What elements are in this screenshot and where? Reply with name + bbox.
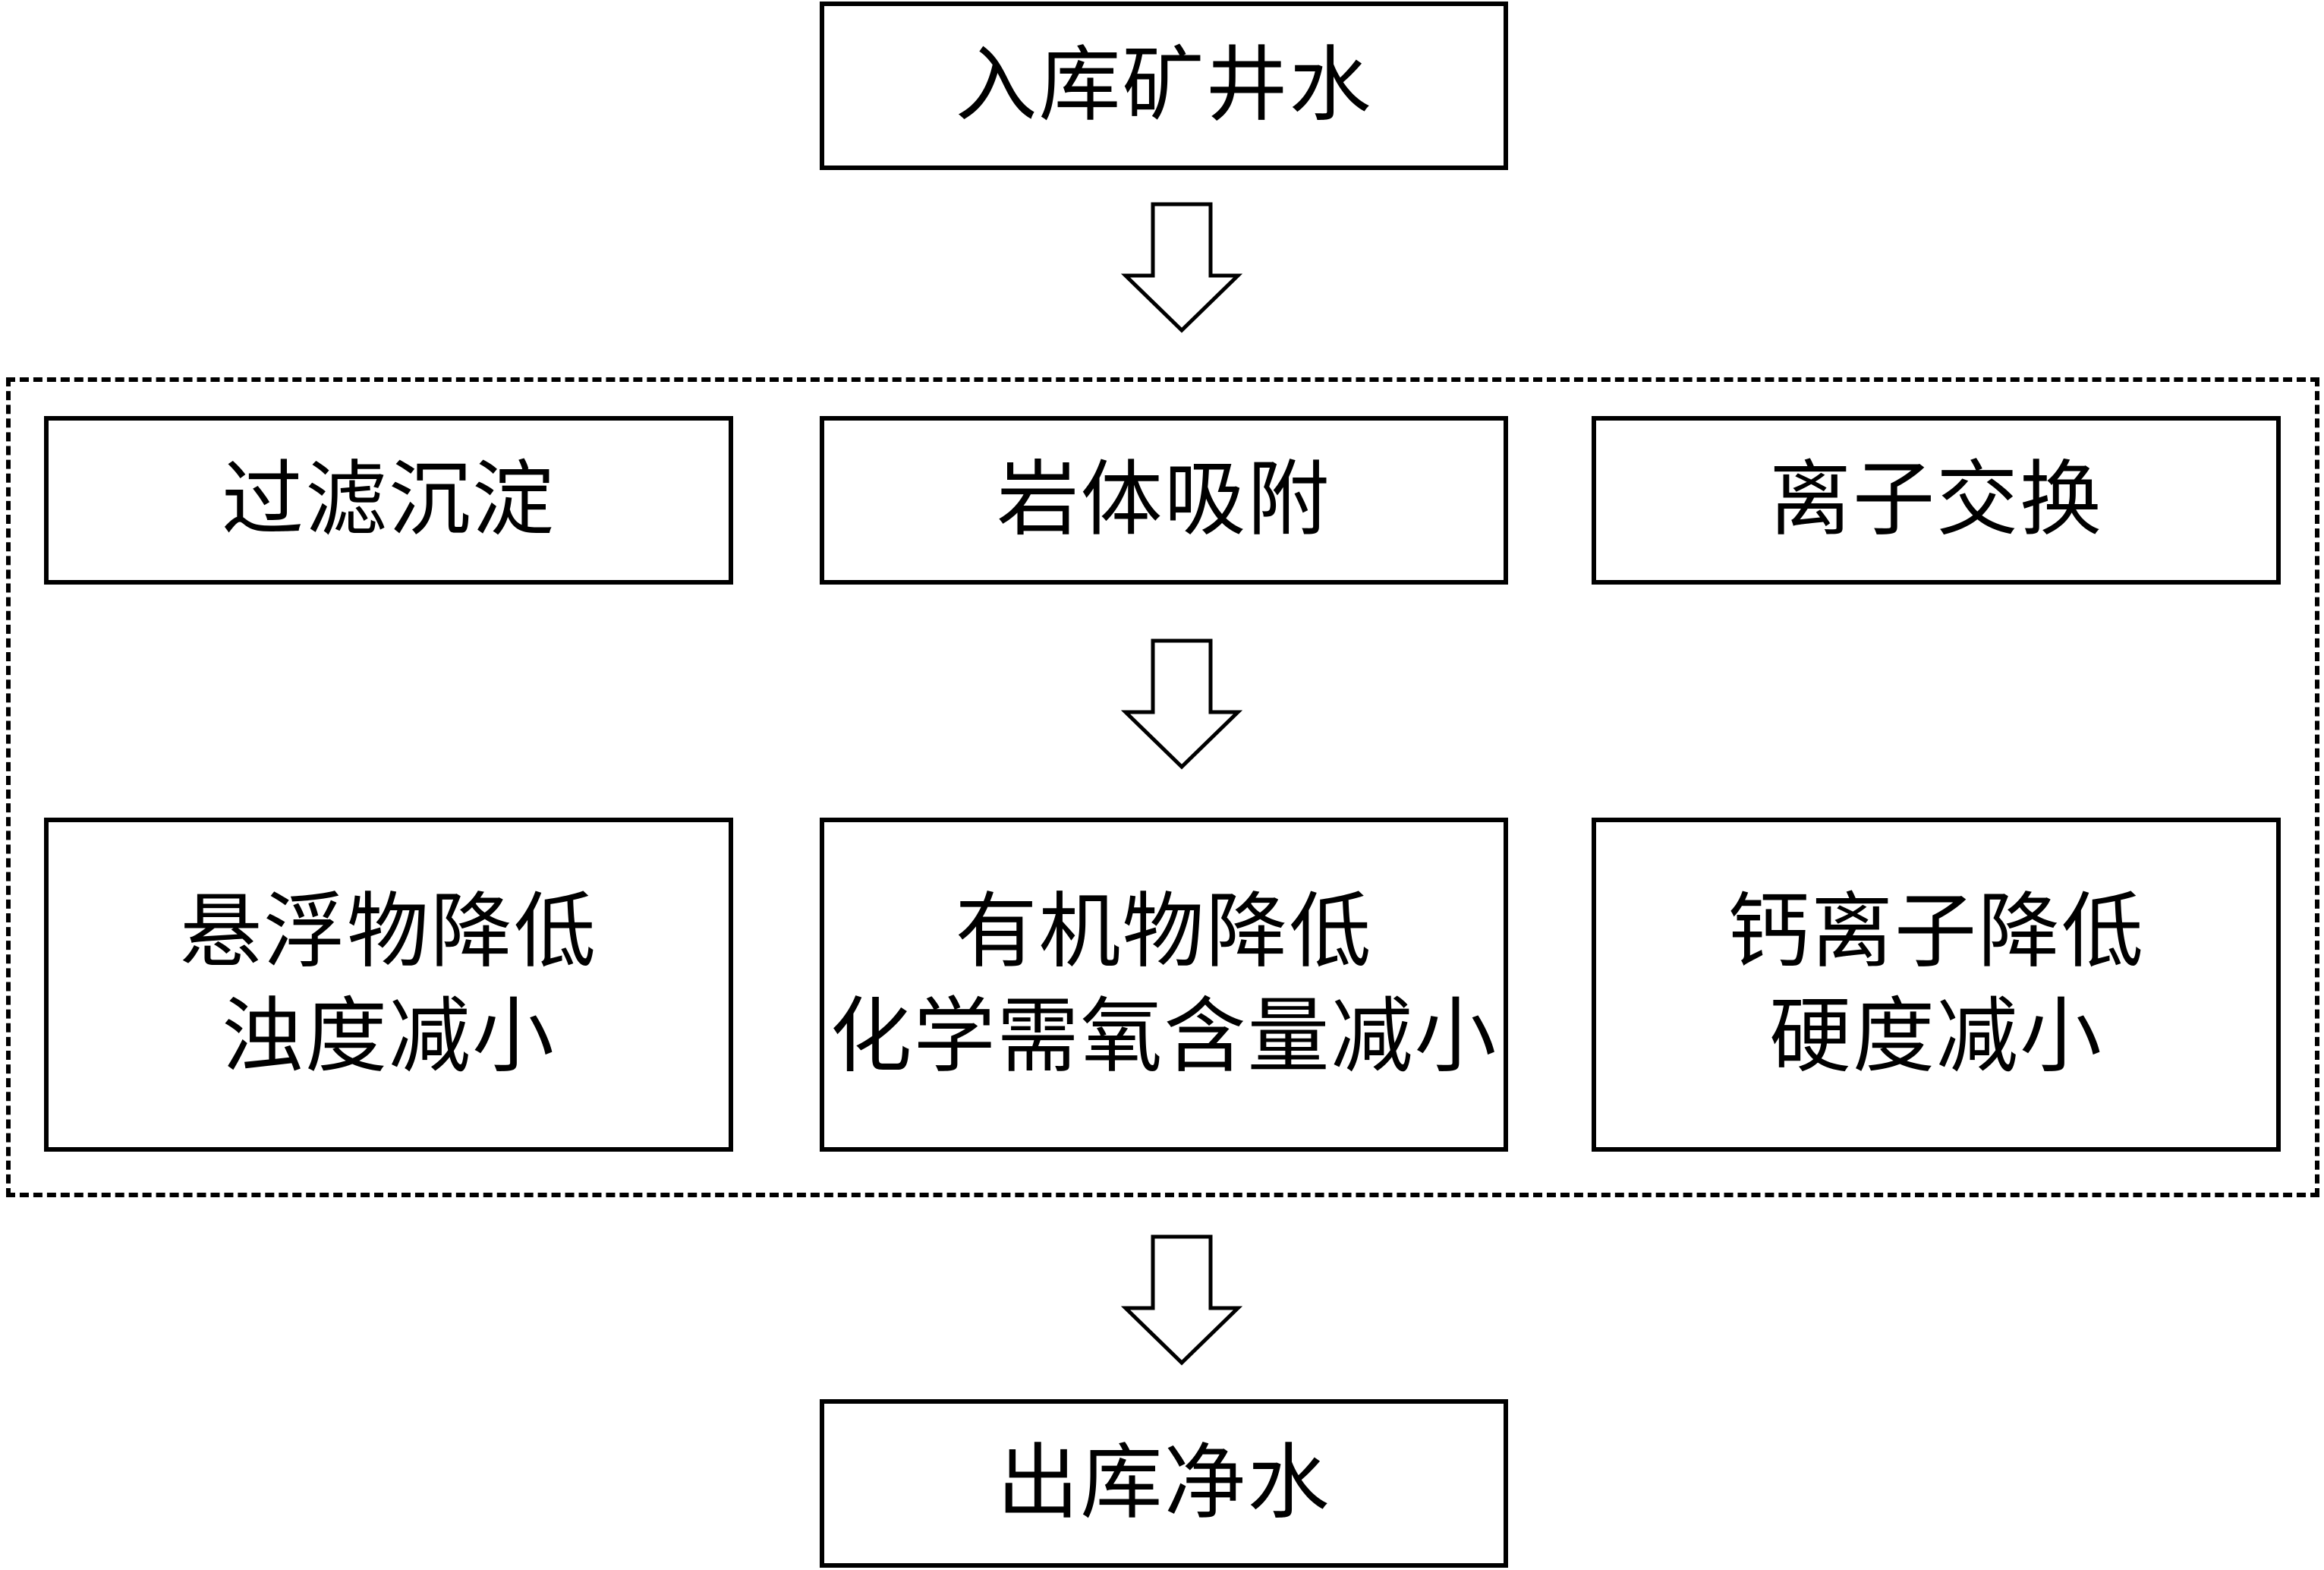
input-mine-water-label: 入库矿井水	[955, 37, 1373, 133]
result-line: 化学需氧含量减小	[830, 989, 1498, 1084]
process-box-ion-exchange: 离子交换	[1592, 416, 2281, 585]
down-arrow-icon	[1121, 638, 1242, 771]
result-line: 硬度减小	[1768, 989, 2103, 1084]
result-line: 有机物降低	[955, 884, 1373, 979]
result-box-suspended-solids: 悬浮物降低 浊度减小	[44, 818, 733, 1152]
result-line: 悬浮物降低	[179, 884, 597, 979]
result-box-calcium-ions: 钙离子降低 硬度减小	[1592, 818, 2281, 1152]
process-box-rock-adsorption: 岩体吸附	[820, 416, 1508, 585]
down-arrow-icon	[1121, 1234, 1242, 1367]
output-clean-water-box: 出库净水	[820, 1399, 1508, 1568]
process-label: 离子交换	[1768, 452, 2103, 547]
result-line: 浊度减小	[221, 989, 556, 1084]
process-label: 岩体吸附	[997, 452, 1331, 547]
output-clean-water-label: 出库净水	[997, 1435, 1331, 1531]
treatment-stage-group	[6, 377, 2319, 1197]
process-box-filtration-sedimentation: 过滤沉淀	[44, 416, 733, 585]
input-mine-water-box: 入库矿井水	[820, 2, 1508, 170]
result-box-organic-matter: 有机物降低 化学需氧含量减小	[820, 818, 1508, 1152]
process-label: 过滤沉淀	[221, 452, 556, 547]
down-arrow-icon	[1121, 201, 1242, 334]
result-line: 钙离子降低	[1727, 884, 2145, 979]
